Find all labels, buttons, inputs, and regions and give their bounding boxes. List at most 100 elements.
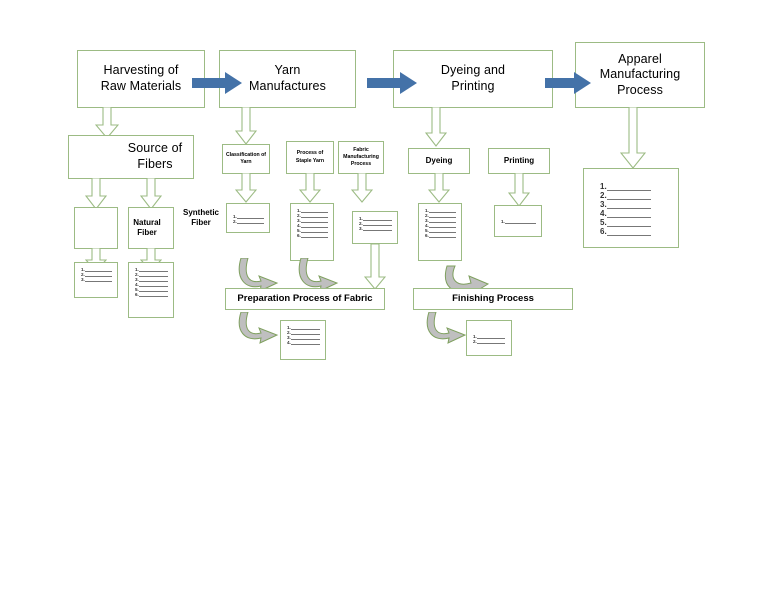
node-dyeing: Dyeing xyxy=(408,148,470,174)
blank-rule xyxy=(607,212,652,218)
blank-rule xyxy=(429,230,456,233)
list-item: 6. xyxy=(425,233,456,238)
down-arrow-fabric-manufacturing-to-list xyxy=(351,173,373,203)
blank-rule xyxy=(363,223,392,226)
list-item: 1. xyxy=(473,334,506,339)
list-item: 2. xyxy=(233,219,264,224)
list-item: 6. xyxy=(297,233,328,238)
list-item: 3. xyxy=(425,218,456,223)
list-item: 1. xyxy=(233,214,264,219)
node-label-preparation-process-of-fabric: Preparation Process of Fabric xyxy=(237,293,373,305)
node-label-synthetic-fiber: Synthetic Fiber xyxy=(182,208,219,228)
down-arrow-dyeingprinting-to-dyeing xyxy=(425,107,447,147)
node-process-of-staple-yarn: Process of Staple Yarn xyxy=(286,141,334,174)
list-item: 1. xyxy=(501,219,536,224)
list-item: 1. xyxy=(297,208,328,213)
blank-rule xyxy=(607,194,652,200)
down-arrow-source-to-fiber-left xyxy=(85,178,107,210)
blank-rule xyxy=(301,220,328,223)
list-box-natural-fiber: 1. 2. 3. 4. 5. 6. xyxy=(128,262,174,318)
list-item: 5. xyxy=(297,228,328,233)
blue-arrow-harvesting-to-yarn xyxy=(192,72,242,94)
blank-rule xyxy=(429,210,456,213)
list-item: 4. xyxy=(600,209,673,218)
list-item: 3. xyxy=(287,335,320,340)
blank-rule xyxy=(477,335,506,339)
blank-rule xyxy=(139,284,168,287)
stage-label-apparel: Apparel Manufacturing Process xyxy=(599,51,681,97)
blank-rule xyxy=(139,269,168,272)
down-arrow-yarn-to-classification xyxy=(235,107,257,145)
blank-rule xyxy=(505,221,536,224)
list-item: 1. xyxy=(287,325,320,330)
list-box-apparel: 1. 2. 3. 4. 5. 6. xyxy=(583,168,679,248)
blank-rule xyxy=(477,340,506,344)
list-item: 2. xyxy=(135,272,168,277)
down-arrow-fabric-manufacturing-to-preparation xyxy=(364,244,386,290)
list-item: 2. xyxy=(287,330,320,335)
node-preparation-process-of-fabric: Preparation Process of Fabric xyxy=(225,288,385,310)
node-source-of-fibers: Source of Fibers xyxy=(68,135,194,179)
blank-rule xyxy=(607,185,652,191)
list-item: 4. xyxy=(425,223,456,228)
node-label-fabric-manufacturing-process: Fabric Manufacturing Process xyxy=(343,146,379,167)
list-box-preparation-process: 1. 2. 3. 4. xyxy=(280,320,326,360)
curve-arrow-classification-to-preparation xyxy=(237,258,283,294)
list-item: 3. xyxy=(359,226,392,231)
list-item: 3. xyxy=(135,277,168,282)
list-box-classification-of-yarn: 1. 2. xyxy=(226,203,270,233)
blank-rule xyxy=(429,225,456,228)
node-label-process-of-staple-yarn: Process of Staple Yarn xyxy=(295,150,325,164)
down-arrow-classification-to-list xyxy=(235,173,257,203)
list-item: 2. xyxy=(473,339,506,344)
blank-rule xyxy=(301,215,328,218)
list-item: 1. xyxy=(81,267,112,272)
stage-label-dyeing-printing: Dyeing and Printing xyxy=(440,63,506,93)
blank-rule xyxy=(139,289,168,292)
node-natural-fiber: Natural Fiber xyxy=(128,207,174,249)
blank-rule xyxy=(85,274,112,277)
down-arrow-harvesting-to-source xyxy=(95,107,119,139)
blank-rule xyxy=(301,235,328,238)
list-item: 4. xyxy=(135,282,168,287)
blank-rule xyxy=(85,269,112,272)
list-box-staple-yarn: 1. 2. 3. 4. 5. 6. xyxy=(290,203,334,261)
list-item: 2. xyxy=(600,191,673,200)
blank-rule xyxy=(85,279,112,282)
curve-arrow-staple-yarn-to-preparation xyxy=(297,258,343,294)
node-label-natural-fiber: Natural Fiber xyxy=(133,218,161,237)
list-box-dyeing: 1. 2. 3. 4. 5. 6. xyxy=(418,203,462,261)
curve-arrow-preparation-to-list xyxy=(237,312,283,346)
blank-rule xyxy=(301,210,328,213)
blank-rule xyxy=(301,230,328,233)
list-item: 3. xyxy=(600,200,673,209)
list-item: 1. xyxy=(425,208,456,213)
node-label-classification-of-yarn: Classification of Yarn xyxy=(225,151,267,165)
list-box-fiber-left: 1. 2. 3. xyxy=(74,262,118,298)
list-item: 5. xyxy=(135,287,168,292)
list-item: 2. xyxy=(425,213,456,218)
down-arrow-staple-yarn-to-list xyxy=(299,173,321,203)
list-item: 6. xyxy=(135,292,168,297)
list-item: 6. xyxy=(600,227,673,236)
blank-rule xyxy=(291,342,320,345)
blank-rule xyxy=(607,230,652,236)
blank-rule xyxy=(139,274,168,277)
node-fabric-manufacturing-process: Fabric Manufacturing Process xyxy=(338,141,384,174)
blue-arrow-yarn-to-dyeing xyxy=(367,72,417,94)
blank-rule xyxy=(291,337,320,340)
down-arrow-apparel-to-list xyxy=(620,107,646,169)
down-arrow-dyeing-to-list xyxy=(428,173,450,203)
stage-box-yarn: Yarn Manufactures xyxy=(219,50,356,108)
list-item: 3. xyxy=(81,277,112,282)
curve-arrow-finishing-to-list xyxy=(425,312,471,346)
node-classification-of-yarn: Classification of Yarn xyxy=(222,144,270,174)
node-finishing-process: Finishing Process xyxy=(413,288,573,310)
node-label-printing: Printing xyxy=(503,156,535,165)
curve-arrow-dyeing-to-finishing xyxy=(443,258,493,296)
blank-rule xyxy=(139,279,168,282)
stage-box-dyeing-printing: Dyeing and Printing xyxy=(393,50,553,108)
blank-rule xyxy=(607,203,652,209)
blank-rule xyxy=(301,225,328,228)
